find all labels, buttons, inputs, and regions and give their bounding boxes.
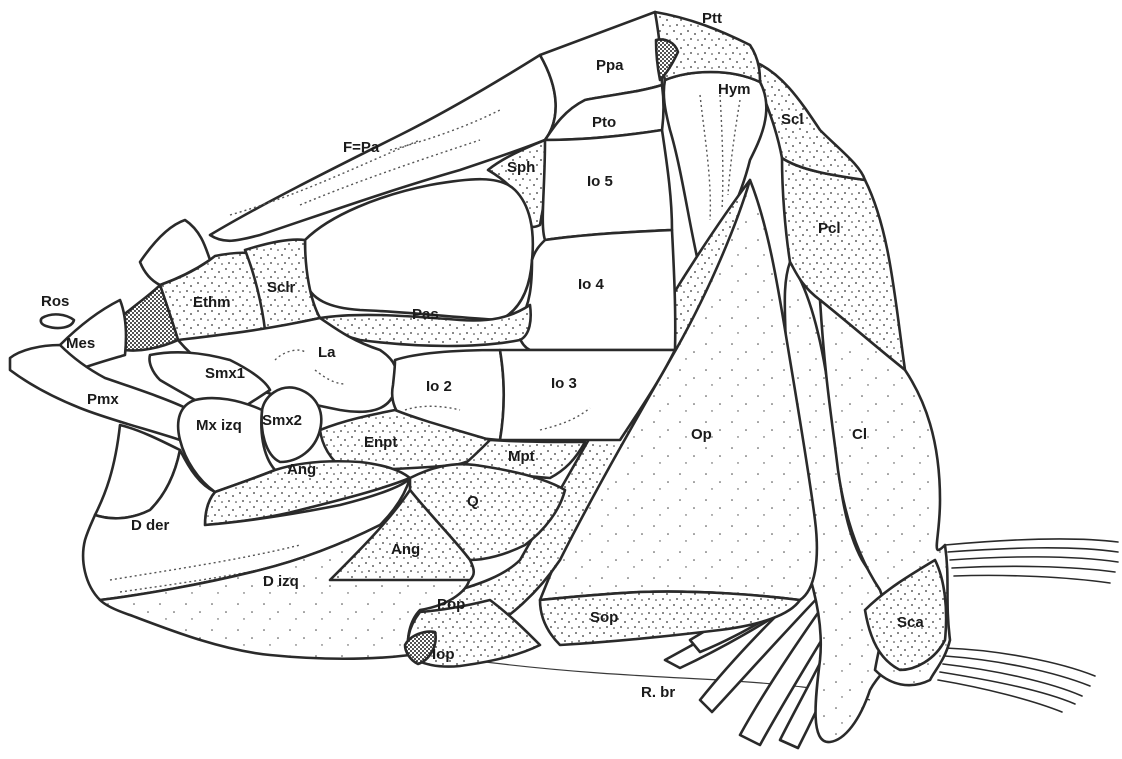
label-f-pa: F=Pa: [343, 139, 380, 156]
label-mx-izq: Mx izq: [196, 417, 242, 434]
label-mpt: Mpt: [508, 448, 535, 465]
label-d-izq: D izq: [263, 573, 299, 590]
label-la: La: [318, 344, 336, 361]
label-sop: Sop: [590, 609, 618, 626]
label-pmx: Pmx: [87, 391, 119, 408]
label-io5: Io 5: [587, 173, 613, 190]
label-smx2: Smx2: [262, 412, 302, 429]
label-smx1: Smx1: [205, 365, 245, 382]
label-hym: Hym: [718, 81, 751, 98]
label-r-br: R. br: [641, 684, 675, 701]
label-iop: Iop: [432, 646, 455, 663]
pectoral-fin-rays: [938, 539, 1118, 712]
label-mes: Mes: [66, 335, 95, 352]
label-ppa: Ppa: [596, 57, 624, 74]
label-pop: Pop: [437, 596, 465, 613]
label-ang-lower: Ang: [391, 541, 420, 558]
label-ros: Ros: [41, 293, 69, 310]
label-pas: Pas: [412, 306, 439, 323]
label-sclr: Sclr: [267, 279, 296, 296]
label-pto: Pto: [592, 114, 616, 131]
label-ptt: Ptt: [702, 10, 722, 27]
label-scl: Scl: [781, 111, 804, 128]
label-ethm: Ethm: [193, 294, 231, 311]
label-sca: Sca: [897, 614, 924, 631]
rostral: [41, 314, 74, 328]
label-sph: Sph: [507, 159, 535, 176]
label-pcl: Pcl: [818, 220, 841, 237]
label-cl: Cl: [852, 426, 867, 443]
label-enpt: Enpt: [364, 434, 397, 451]
label-io3: Io 3: [551, 375, 577, 392]
label-d-der: D der: [131, 517, 170, 534]
label-io2: Io 2: [426, 378, 452, 395]
label-ang-upper: Ang: [287, 461, 316, 478]
label-op: Op: [691, 426, 712, 443]
supracleithrum: [750, 60, 865, 180]
label-q: Q: [467, 493, 479, 510]
label-io4: Io 4: [578, 276, 604, 293]
